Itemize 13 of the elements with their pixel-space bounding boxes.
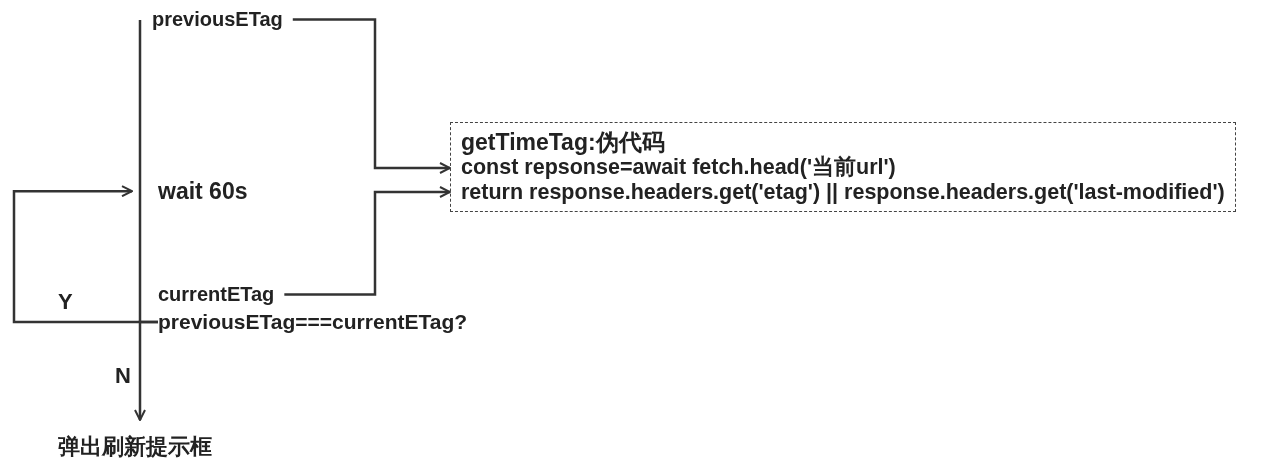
condition-label: previousETag===currentETag?: [158, 310, 468, 335]
arrow: [292, 18, 451, 174]
flow-line: [138, 20, 142, 323]
step-label: wait 60s: [158, 178, 248, 205]
code-title: getTimeTag:伪代码: [461, 129, 666, 156]
code-line: return response.headers.get('etag') || response.headers.get('last-modified'): [461, 180, 1225, 205]
arrow: [284, 186, 451, 296]
arrow: [134, 320, 158, 421]
code-line: const repsonse=await fetch.head('当前url'): [461, 155, 897, 181]
code-box: [450, 122, 1236, 212]
result-label: 弹出刷新提示框: [58, 434, 212, 460]
variable-label: previousETag: [152, 8, 283, 31]
variable-label: currentETag: [158, 283, 275, 306]
